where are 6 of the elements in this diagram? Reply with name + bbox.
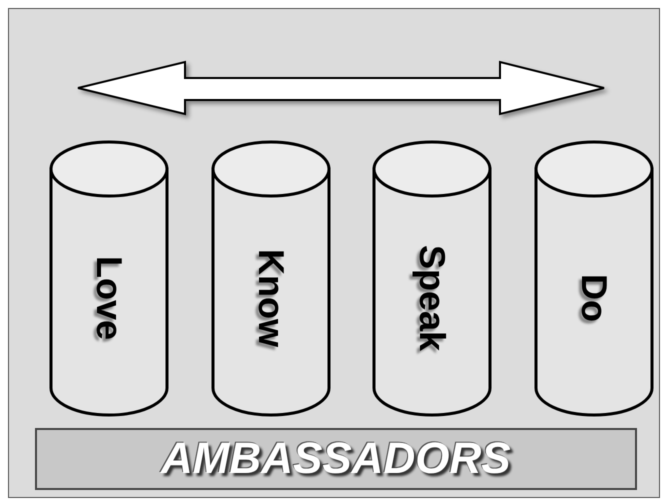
pillar-label: Love <box>91 256 127 340</box>
pillar-label: Do <box>576 274 612 322</box>
pillar-label: Know <box>253 248 289 346</box>
pillar-label: Speak <box>414 244 450 351</box>
base-title: AMBASSADORS <box>161 437 511 481</box>
base-bar <box>35 428 637 490</box>
